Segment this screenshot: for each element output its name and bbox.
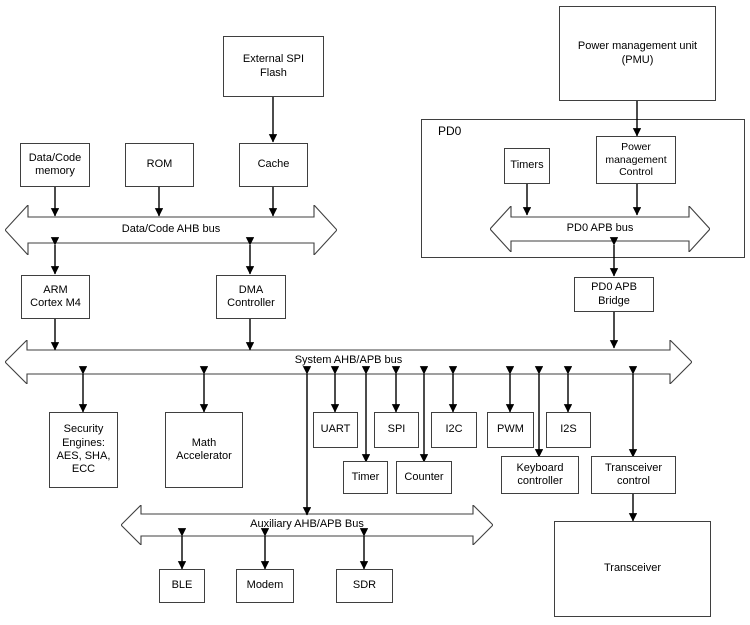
block-dma-controller[interactable]: DMA Controller (216, 275, 286, 319)
block-sdr[interactable]: SDR (336, 569, 393, 603)
block-transceiver[interactable]: Transceiver (554, 521, 711, 617)
block-pd0-apb-bridge[interactable]: PD0 APB Bridge (574, 277, 654, 312)
block-power-management-control[interactable]: Power management Control (596, 136, 676, 184)
block-rom[interactable]: ROM (125, 143, 194, 187)
block-data-code-memory[interactable]: Data/Code memory (20, 143, 90, 187)
block-counter[interactable]: Counter (396, 461, 452, 494)
block-uart[interactable]: UART (313, 412, 358, 448)
block-keyboard-controller[interactable]: Keyboard controller (501, 456, 579, 494)
block-arm-cortex-m4[interactable]: ARM Cortex M4 (21, 275, 90, 319)
block-ble[interactable]: BLE (159, 569, 205, 603)
block-spi[interactable]: SPI (374, 412, 419, 448)
block-external-spi-flash[interactable]: External SPI Flash (223, 36, 324, 97)
block-timer[interactable]: Timer (343, 461, 388, 494)
block-modem[interactable]: Modem (236, 569, 294, 603)
block-i2c[interactable]: I2C (431, 412, 477, 448)
block-i2s[interactable]: I2S (546, 412, 591, 448)
block-power-management-unit[interactable]: Power management unit (PMU) (559, 6, 716, 101)
block-security-engines[interactable]: Security Engines: AES, SHA, ECC (49, 412, 118, 488)
pd0-group-label: PD0 (438, 124, 462, 138)
block-math-accelerator[interactable]: Math Accelerator (165, 412, 243, 488)
block-cache[interactable]: Cache (239, 143, 308, 187)
block-pwm[interactable]: PWM (487, 412, 534, 448)
block-transceiver-control[interactable]: Transceiver control (591, 456, 676, 494)
block-timers[interactable]: Timers (504, 148, 550, 184)
